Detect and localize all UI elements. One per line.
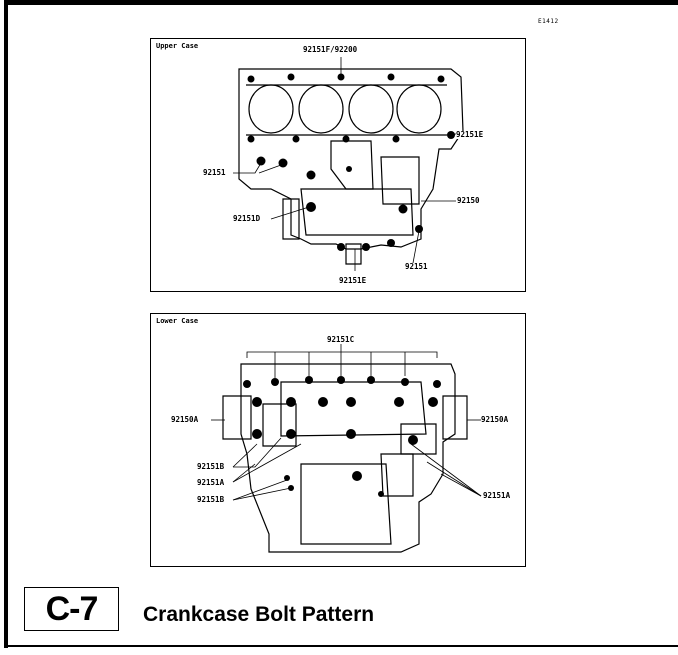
figure-caption: Crankcase Bolt Pattern xyxy=(143,603,375,626)
section-code-box: C-7 xyxy=(24,587,119,631)
callout-lower-a1: 92151A xyxy=(197,478,225,487)
bottom-rule xyxy=(4,645,678,647)
callout-upper-right: 92151E xyxy=(456,130,484,139)
callout-lower-b1: 92151B xyxy=(197,462,225,471)
callout-lower-a2: 92151A xyxy=(483,491,511,500)
upper-panel-title: Upper Case xyxy=(156,42,199,50)
callout-lower-b2: 92151B xyxy=(197,495,225,504)
callout-upper-lower-left: 92151D xyxy=(233,214,261,223)
callout-upper-lower-right: 92151 xyxy=(405,262,428,271)
callout-lower-top: 92151C xyxy=(327,335,355,344)
figure-id: E1412 xyxy=(538,18,559,25)
upper-case-drawing xyxy=(233,57,464,271)
callout-upper-left: 92151 xyxy=(203,168,226,177)
callout-upper-side: 92150 xyxy=(457,196,480,205)
left-rule xyxy=(4,0,8,648)
callout-lower-left: 92150A xyxy=(171,415,199,424)
callout-lower-right: 92150A xyxy=(481,415,509,424)
lower-case-drawing xyxy=(211,344,482,553)
lower-panel-title: Lower Case xyxy=(156,317,199,325)
callout-upper-bottom: 92151E xyxy=(339,276,367,285)
upper-case-panel: Upper Case 92151F/92200 92151E 92151 921… xyxy=(150,38,526,292)
section-code: C-7 xyxy=(45,589,99,628)
callout-upper-top: 92151F/92200 xyxy=(303,45,358,54)
top-rule xyxy=(4,0,678,5)
lower-case-panel: Lower Case 92151C 92150A 92150A 92151B 9… xyxy=(150,313,526,567)
